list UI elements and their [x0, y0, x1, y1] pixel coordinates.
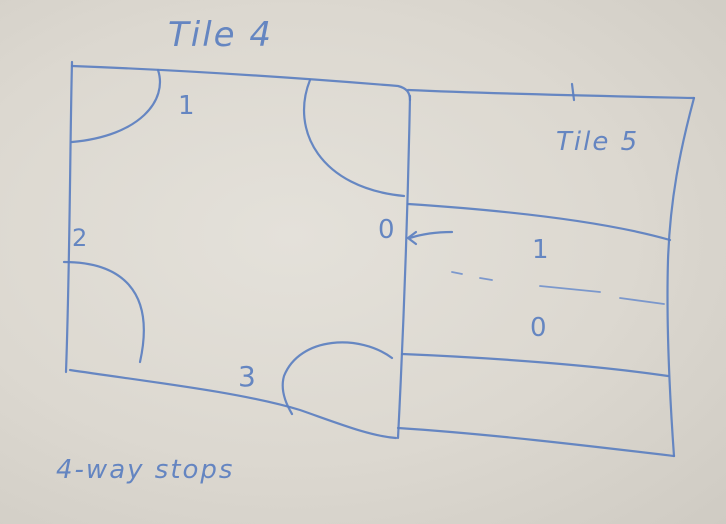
lane-label-upper: 1: [532, 235, 549, 265]
tile-5-outline: [396, 82, 696, 458]
tile-4-bottom-edge: [68, 368, 398, 440]
road-center-dashes: [451, 271, 665, 305]
tile-4-title: Tile 4: [168, 15, 273, 55]
tile-4-outline: [64, 60, 412, 440]
four-way-stops-note: 4-way stops: [56, 455, 234, 485]
tile-5-tick: [570, 82, 576, 102]
corner-label-2: 2: [72, 224, 87, 252]
corner-label-0: 0: [378, 215, 395, 245]
tile-5-title: Tile 5: [556, 127, 639, 157]
corner-arc-2: [62, 260, 145, 364]
arrow-into-tile-4: [406, 230, 454, 246]
corner-arc-1: [70, 68, 162, 144]
tile-4-right-edge: [396, 94, 412, 440]
corner-arc-0: [302, 78, 406, 198]
corner-label-3: 3: [238, 360, 256, 393]
tile-5-right-edge: [666, 96, 696, 458]
tile-5-top-edge: [406, 88, 696, 100]
tile-4-left-edge: [64, 60, 74, 374]
road-line-lower: [400, 352, 670, 378]
corner-arc-3: [281, 341, 394, 416]
tile-4-top-edge: [70, 64, 412, 102]
road-line-upper: [406, 202, 672, 242]
corner-label-1: 1: [178, 91, 195, 121]
lane-label-lower: 0: [530, 313, 547, 343]
tile-5-bottom-edge: [396, 426, 676, 458]
